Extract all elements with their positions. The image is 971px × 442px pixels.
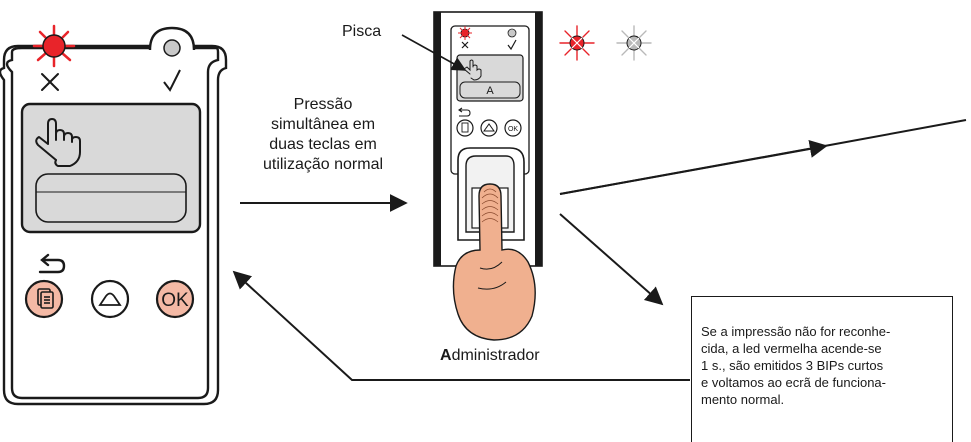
arrow-up-icon — [98, 292, 122, 306]
note-line: e voltamos ao ecrã de funciona- — [701, 375, 886, 390]
mini-hand-pointer-icon — [463, 59, 482, 81]
administrator-initial: A — [440, 347, 452, 364]
reader-frame-right-edge — [535, 12, 542, 266]
transition-caption: Pressão simultânea em duas teclas em uti… — [248, 95, 398, 175]
check-icon — [163, 69, 181, 92]
document-icon — [37, 288, 54, 309]
transition-line: utilização normal — [262, 156, 384, 173]
arrow-return-normal — [232, 270, 690, 381]
grey-led-icon — [148, 26, 196, 57]
mini-ok-button[interactable] — [504, 119, 522, 137]
device-outline — [0, 44, 228, 406]
note-line: mento normal. — [701, 392, 785, 407]
back-icon — [38, 253, 66, 274]
administrator-rest: dministrador — [451, 347, 540, 364]
large-keypad-device: OK — [0, 24, 228, 406]
mini-back-icon — [458, 107, 471, 117]
fingerprint-icon — [481, 188, 499, 223]
mini-document-icon — [461, 122, 469, 133]
mini-red-led-icon — [458, 26, 472, 40]
arrow-not-recognized — [559, 213, 664, 306]
ok-icon: OK — [161, 290, 189, 311]
ok-button[interactable]: OK — [155, 279, 195, 319]
reader-frame-left-edge — [434, 12, 441, 266]
finger-icon — [452, 183, 536, 341]
red-led-icon — [32, 24, 76, 68]
mini-ok-icon: OK — [508, 126, 518, 133]
mini-lcd-field-value: A — [486, 85, 494, 97]
note-line: Se a impressão não for reconhe- — [701, 324, 891, 339]
mini-arrow-up-icon — [483, 123, 495, 132]
transition-line: simultânea em — [270, 116, 376, 133]
transition-line: Pressão — [293, 96, 353, 113]
pisca-label: Pisca — [342, 23, 382, 40]
transition-line: duas teclas em — [269, 136, 377, 153]
hand-pointer-icon — [35, 118, 81, 167]
note-line: cida, a led vermelha acende-se — [701, 341, 882, 356]
note-line: 1 s., são emitidos 3 BIPs curtos — [701, 358, 884, 373]
reader-device: A OK — [433, 11, 543, 341]
red-led-blinking-icon — [559, 25, 595, 61]
mini-lcd-field — [459, 81, 521, 99]
mini-check-icon — [507, 39, 517, 51]
up-button[interactable] — [90, 279, 130, 319]
mini-document-button[interactable] — [456, 119, 474, 137]
mini-cross-icon — [461, 41, 469, 49]
administrator-label: Administrador — [440, 347, 540, 365]
pisca-pointer-arrow — [401, 34, 467, 71]
grey-led-off-icon — [616, 25, 652, 61]
cross-icon — [41, 73, 59, 91]
lcd-input-field — [35, 173, 187, 223]
document-button[interactable] — [24, 279, 64, 319]
mini-grey-led-icon — [507, 28, 517, 38]
mini-up-button[interactable] — [480, 119, 498, 137]
not-recognized-note: Se a impressão não for reconhe- cida, a … — [691, 296, 953, 442]
arrow-recognized-head — [559, 140, 828, 195]
